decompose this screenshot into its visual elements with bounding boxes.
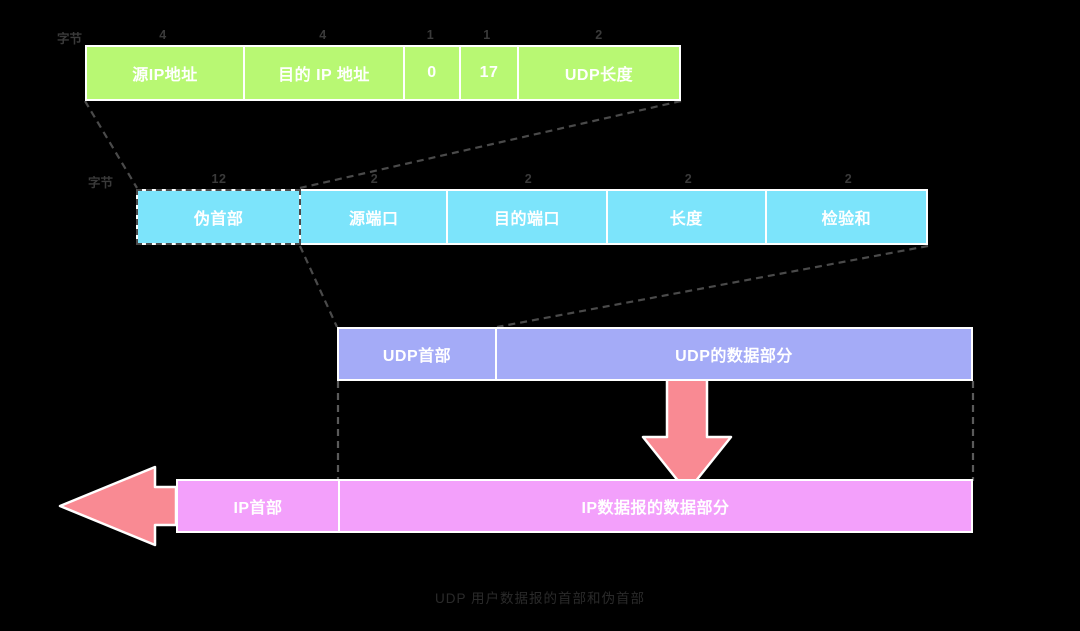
- cell-source-port[interactable]: 源端口: [301, 191, 449, 243]
- byte-tick-row1-4: 2: [595, 28, 603, 42]
- cell-pseudo-header[interactable]: 伪首部: [138, 191, 302, 243]
- encapsulation-down-arrow: [641, 361, 733, 494]
- ip-datagram-band: IP首部 IP数据报的数据部分: [176, 479, 973, 533]
- diagram-caption: UDP 用户数据报的首部和伪首部: [434, 591, 645, 606]
- byte-tick-row1-0: 4: [159, 28, 167, 42]
- cell-ip-header[interactable]: IP首部: [178, 481, 340, 531]
- byte-tick-row2-2: 2: [524, 172, 533, 186]
- cell-udp-header[interactable]: UDP首部: [339, 329, 497, 379]
- pseudo-header-band: 源IP地址 目的 IP 地址 0 17 UDP长度: [85, 45, 681, 101]
- unit-label-row2: 字节: [88, 176, 114, 190]
- cell-destination-port[interactable]: 目的端口: [448, 191, 608, 243]
- cell-length[interactable]: 长度: [607, 191, 767, 243]
- byte-tick-row2-0: 12: [211, 172, 227, 186]
- byte-tick-row1-3: 1: [483, 28, 491, 42]
- cell-destination-ip-address[interactable]: 目的 IP 地址: [245, 47, 405, 99]
- connector-green-right: [299, 99, 682, 190]
- cell-zero-padding[interactable]: 0: [405, 47, 461, 99]
- byte-tick-row2-3: 2: [684, 172, 693, 186]
- cell-source-ip-address[interactable]: 源IP地址: [87, 47, 245, 99]
- cell-checksum[interactable]: 检验和: [766, 191, 926, 243]
- cell-udp-length[interactable]: UDP长度: [519, 47, 679, 99]
- cell-protocol-17[interactable]: 17: [461, 47, 519, 99]
- connector-green-left: [84, 100, 138, 189]
- byte-tick-row1-1: 4: [319, 28, 327, 42]
- byte-tick-row2-4: 2: [844, 172, 853, 186]
- udp-encapsulation-band: UDP首部 UDP的数据部分: [337, 327, 973, 381]
- byte-tick-row2-1: 2: [370, 172, 379, 186]
- connector-cyan-right: [496, 244, 929, 329]
- connector-cyan-left: [298, 245, 339, 328]
- cell-udp-data[interactable]: UDP的数据部分: [497, 329, 971, 379]
- unit-label-row1: 字节: [57, 32, 83, 46]
- cell-ip-data[interactable]: IP数据报的数据部分: [340, 481, 971, 531]
- udp-datagram-band: 伪首部 源端口 目的端口 长度 检验和: [136, 189, 928, 245]
- ip-output-left-arrow: [58, 465, 178, 547]
- byte-tick-row1-2: 1: [426, 28, 435, 42]
